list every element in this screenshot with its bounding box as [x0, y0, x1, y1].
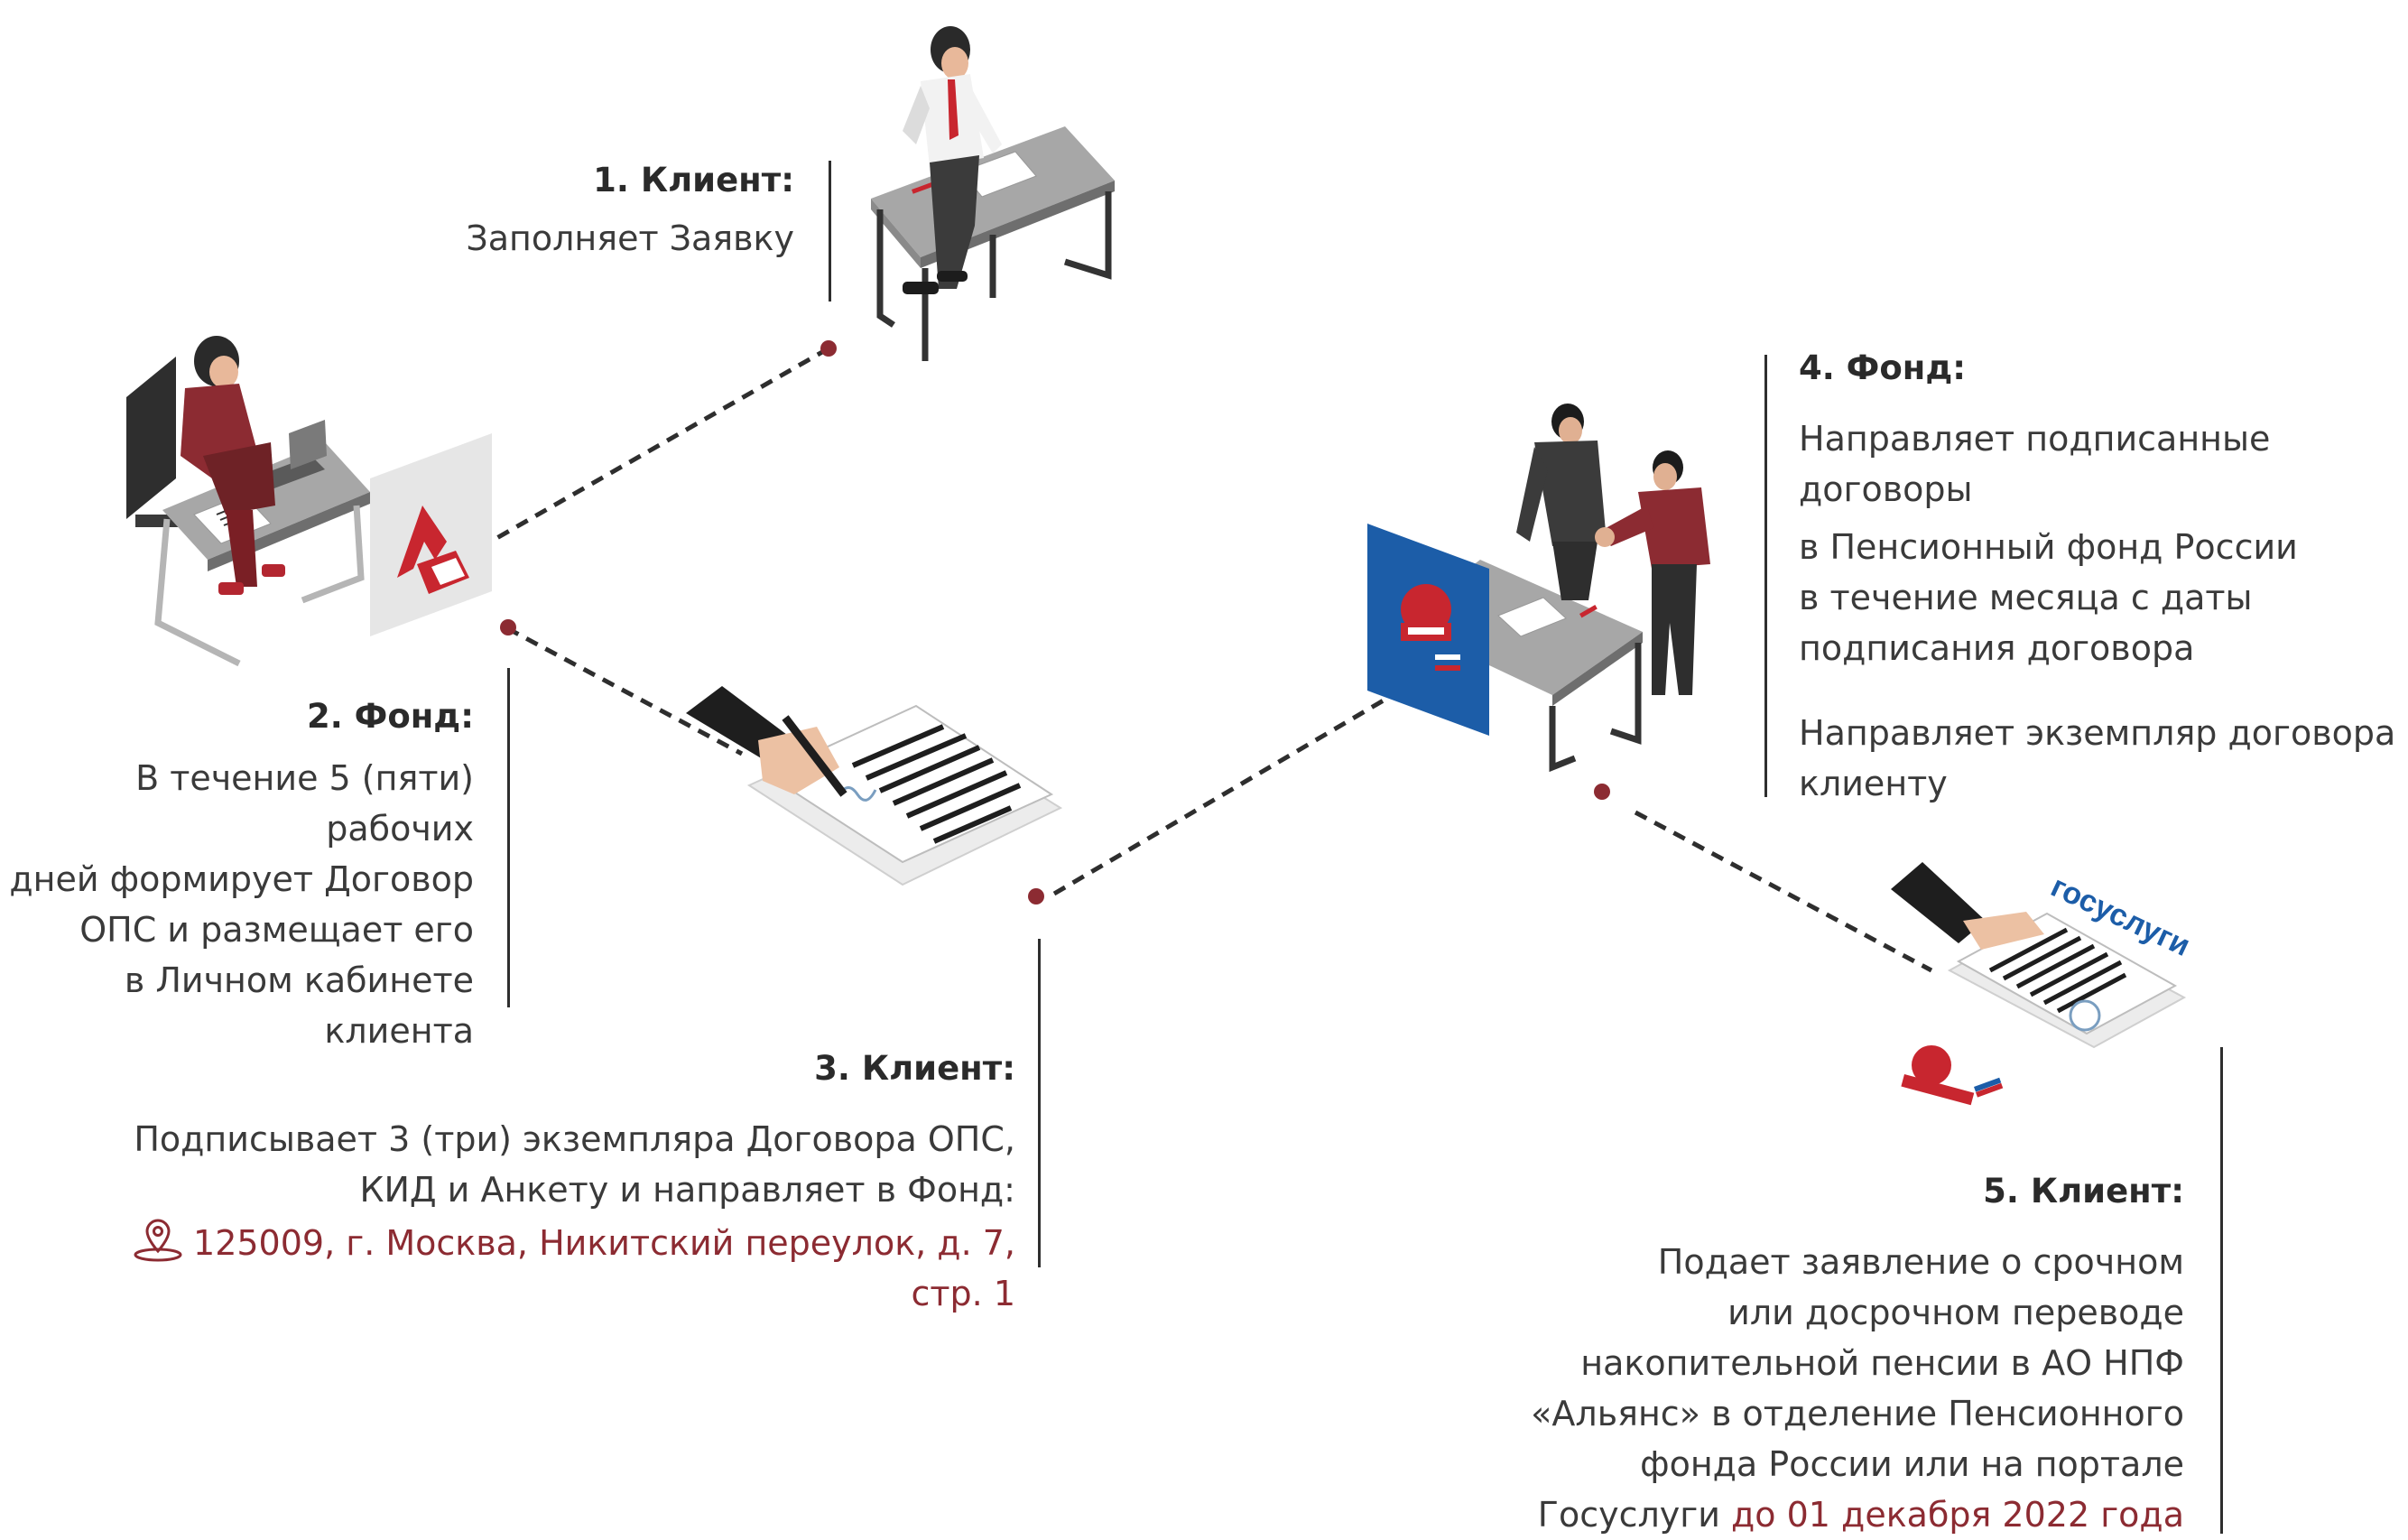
- step-5-line-4: «Альянс» в отделение Пенсионного: [1531, 1394, 2184, 1433]
- step-4-para-1-line-2: в Пенсионный фонд России: [1799, 527, 2298, 567]
- hand-signing-document-illustration: [686, 686, 1063, 886]
- step-5-line-6: Госуслуги до 01 декабря 2022 года: [1480, 1489, 2184, 1540]
- step-4-title: 4. Фонд:: [1799, 348, 1967, 387]
- node-dot-3: [1028, 888, 1044, 905]
- man-at-desk-illustration: [871, 26, 1115, 361]
- step-3-title: 3. Клиент:: [814, 1049, 1015, 1088]
- allianz-logo-icon: [397, 506, 447, 578]
- step-4-para-1-line-1: Направляет подписанные договоры: [1799, 419, 2271, 509]
- pfr-logo-icon: [1401, 584, 1460, 671]
- step-2-line-5: клиента: [324, 1011, 474, 1051]
- step-5-line-5: фонда России или на портале: [1640, 1444, 2184, 1484]
- step-1-line-1: Заполняет Заявку: [466, 218, 794, 258]
- step-5-gosuslugi-text: Госуслуги: [1537, 1495, 1720, 1535]
- node-dot-2: [500, 619, 516, 635]
- step-5-text: 5. Клиент: Подает заявление о срочном ил…: [1480, 1166, 2184, 1540]
- step-2-text: 2. Фонд: В течение 5 (пяти) рабочих дней…: [0, 691, 474, 1056]
- step-3-line-2: КИД и Анкету и направляет в Фонд:: [359, 1170, 1015, 1210]
- handshake-illustration: [1367, 404, 1710, 773]
- woman-at-laptop-illustration: [126, 336, 492, 667]
- step-2-line-2: дней формирует Договор: [9, 859, 474, 899]
- step-2-line-1: В течение 5 (пяти) рабочих: [135, 758, 474, 849]
- divider-step-4: [1764, 355, 1767, 797]
- step-5-line-1: Подает заявление о срочном: [1657, 1242, 2184, 1282]
- step-2-line-4: в Личном кабинете: [124, 960, 474, 1000]
- divider-step-5: [2220, 1047, 2223, 1534]
- connector-2-3: [505, 626, 744, 756]
- connector-3-4: [1052, 683, 1410, 896]
- step-1-title: 1. Клиент:: [593, 161, 794, 199]
- step-3-address-text: 125009, г. Москва, Никитский переулок, д…: [193, 1223, 1015, 1313]
- step-5-line-3: накопительной пенсии в АО НПФ: [1580, 1343, 2184, 1383]
- step-5-line-2: или досрочном переводе: [1727, 1293, 2184, 1332]
- step-3-address: 125009, г. Москва, Никитский переулок, д…: [81, 1215, 1015, 1319]
- pfr-small-logo-icon: [1901, 1045, 2004, 1106]
- step-4-text: 4. Фонд: Направляет подписанные договоры…: [1799, 343, 2403, 809]
- node-dot-4: [1594, 784, 1610, 800]
- divider-step-1: [829, 161, 831, 302]
- step-2-line-3: ОПС и размещает его: [79, 910, 474, 950]
- step-5-title: 5. Клиент:: [1983, 1172, 2184, 1211]
- connector-4-5: [1634, 810, 1933, 973]
- gosuslugi-document-illustration: госуслуги: [1891, 862, 2195, 1106]
- step-2-title: 2. Фонд:: [306, 697, 474, 736]
- node-dot-1: [820, 340, 837, 357]
- step-5-deadline: до 01 декабря 2022 года: [1731, 1495, 2184, 1535]
- connector-1-2: [486, 346, 830, 546]
- step-4-para-2-line-1: Направляет экземпляр договора: [1799, 713, 2396, 753]
- step-4-para-2-line-2: клиенту: [1799, 764, 1948, 803]
- divider-step-3: [1038, 939, 1041, 1267]
- step-1-text: 1. Клиент: Заполняет Заявку: [433, 155, 794, 264]
- step-3-text: 3. Клиент: Подписывает 3 (три) экземпляр…: [81, 1044, 1015, 1319]
- step-4-para-1-line-3: в течение месяца с даты: [1799, 578, 2253, 617]
- step-3-line-1: Подписывает 3 (три) экземпляра Договора …: [134, 1119, 1015, 1159]
- step-4-para-1-line-4: подписания договора: [1799, 628, 2195, 668]
- location-pin-icon: [134, 1219, 182, 1262]
- divider-step-2: [507, 668, 510, 1007]
